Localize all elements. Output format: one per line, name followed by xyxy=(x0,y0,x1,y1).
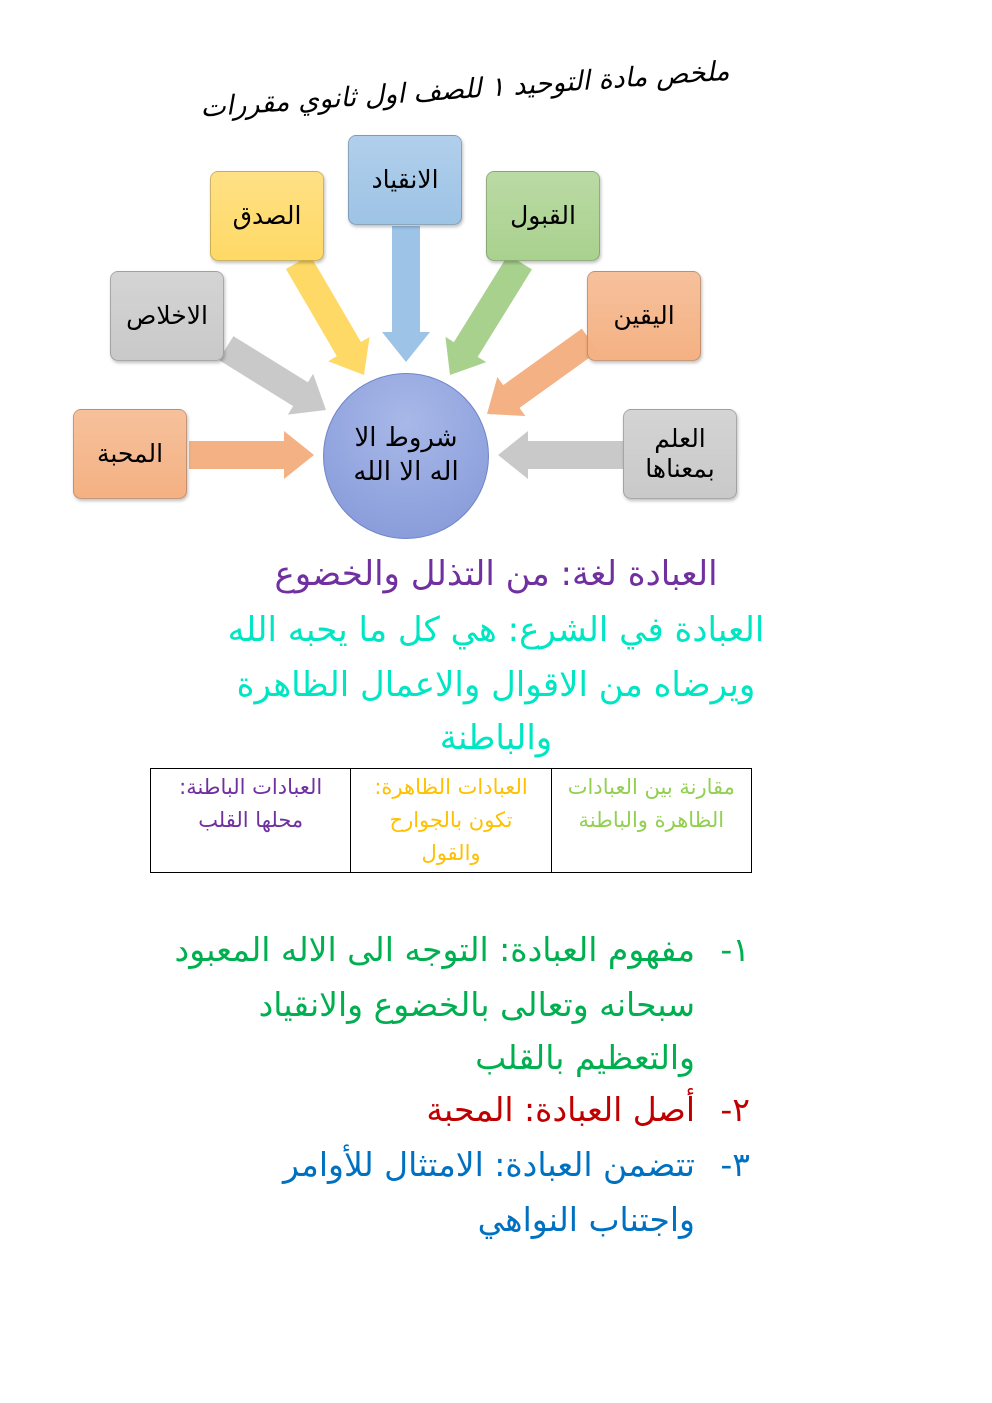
arrow-ilm xyxy=(498,431,623,479)
worship-language-definition: العبادة لغة: من التذلل والخضوع xyxy=(274,554,718,594)
list-number-1: ١- xyxy=(720,930,750,969)
worship-sharia-line-3: والباطنة xyxy=(439,718,553,758)
list-line: أصل العبادة: المحبة xyxy=(426,1090,695,1129)
arrow-inqiyad xyxy=(382,226,430,362)
worship-sharia-line-1: العبادة في الشرع: هي كل ما يحبه الله xyxy=(227,610,765,650)
table-cell-inner: العبادات الباطنة: محلها القلب xyxy=(149,768,352,873)
worship-sharia-line-2: ويرضاه من الاقوال والاعمال الظاهرة xyxy=(236,665,756,705)
list-line: واجتناب النواهي xyxy=(477,1200,695,1239)
list-line: مفهوم العبادة: التوجه الى الاله المعبود xyxy=(174,930,695,969)
list-line: تتضمن العبادة: الامتثال للأوامر xyxy=(282,1145,695,1184)
arrow-qabul xyxy=(445,254,532,375)
list-number-2: ٢- xyxy=(720,1090,750,1129)
table-row: مقارنة بين العبادات الظاهرة والباطنة الع… xyxy=(149,768,753,873)
box-yaqin: اليقين xyxy=(587,271,701,361)
box-ikhlas: الاخلاص xyxy=(110,271,224,361)
comparison-table: مقارنة بين العبادات الظاهرة والباطنة الع… xyxy=(149,768,753,873)
arrow-yaqin xyxy=(487,328,599,416)
table-cell-apparent: العبادات الظاهرة: تكون بالجوارح والقول xyxy=(350,768,552,873)
center-label: شروط الا اله الا الله xyxy=(353,423,459,487)
box-inqiyad: الانقياد xyxy=(348,135,462,225)
diagram-arrows xyxy=(189,226,623,479)
box-sidq: الصدق xyxy=(210,171,324,261)
box-mahabba: المحبة xyxy=(73,409,187,499)
list-number-3: ٣- xyxy=(720,1145,750,1184)
list-line: والتعظيم بالقلب xyxy=(475,1038,695,1077)
arrow-ikhlas xyxy=(218,336,326,415)
arrow-mahabba xyxy=(189,431,314,479)
table-cell-comparison: مقارنة بين العبادات الظاهرة والباطنة xyxy=(550,768,753,873)
box-ilm: العلم بمعناها xyxy=(623,409,737,499)
center-circle: شروط الا اله الا الله xyxy=(323,373,489,539)
box-qabul: القبول xyxy=(486,171,600,261)
list-line: سبحانه وتعالى بالخضوع والانقياد xyxy=(258,985,695,1024)
arrow-sidq xyxy=(285,254,370,375)
